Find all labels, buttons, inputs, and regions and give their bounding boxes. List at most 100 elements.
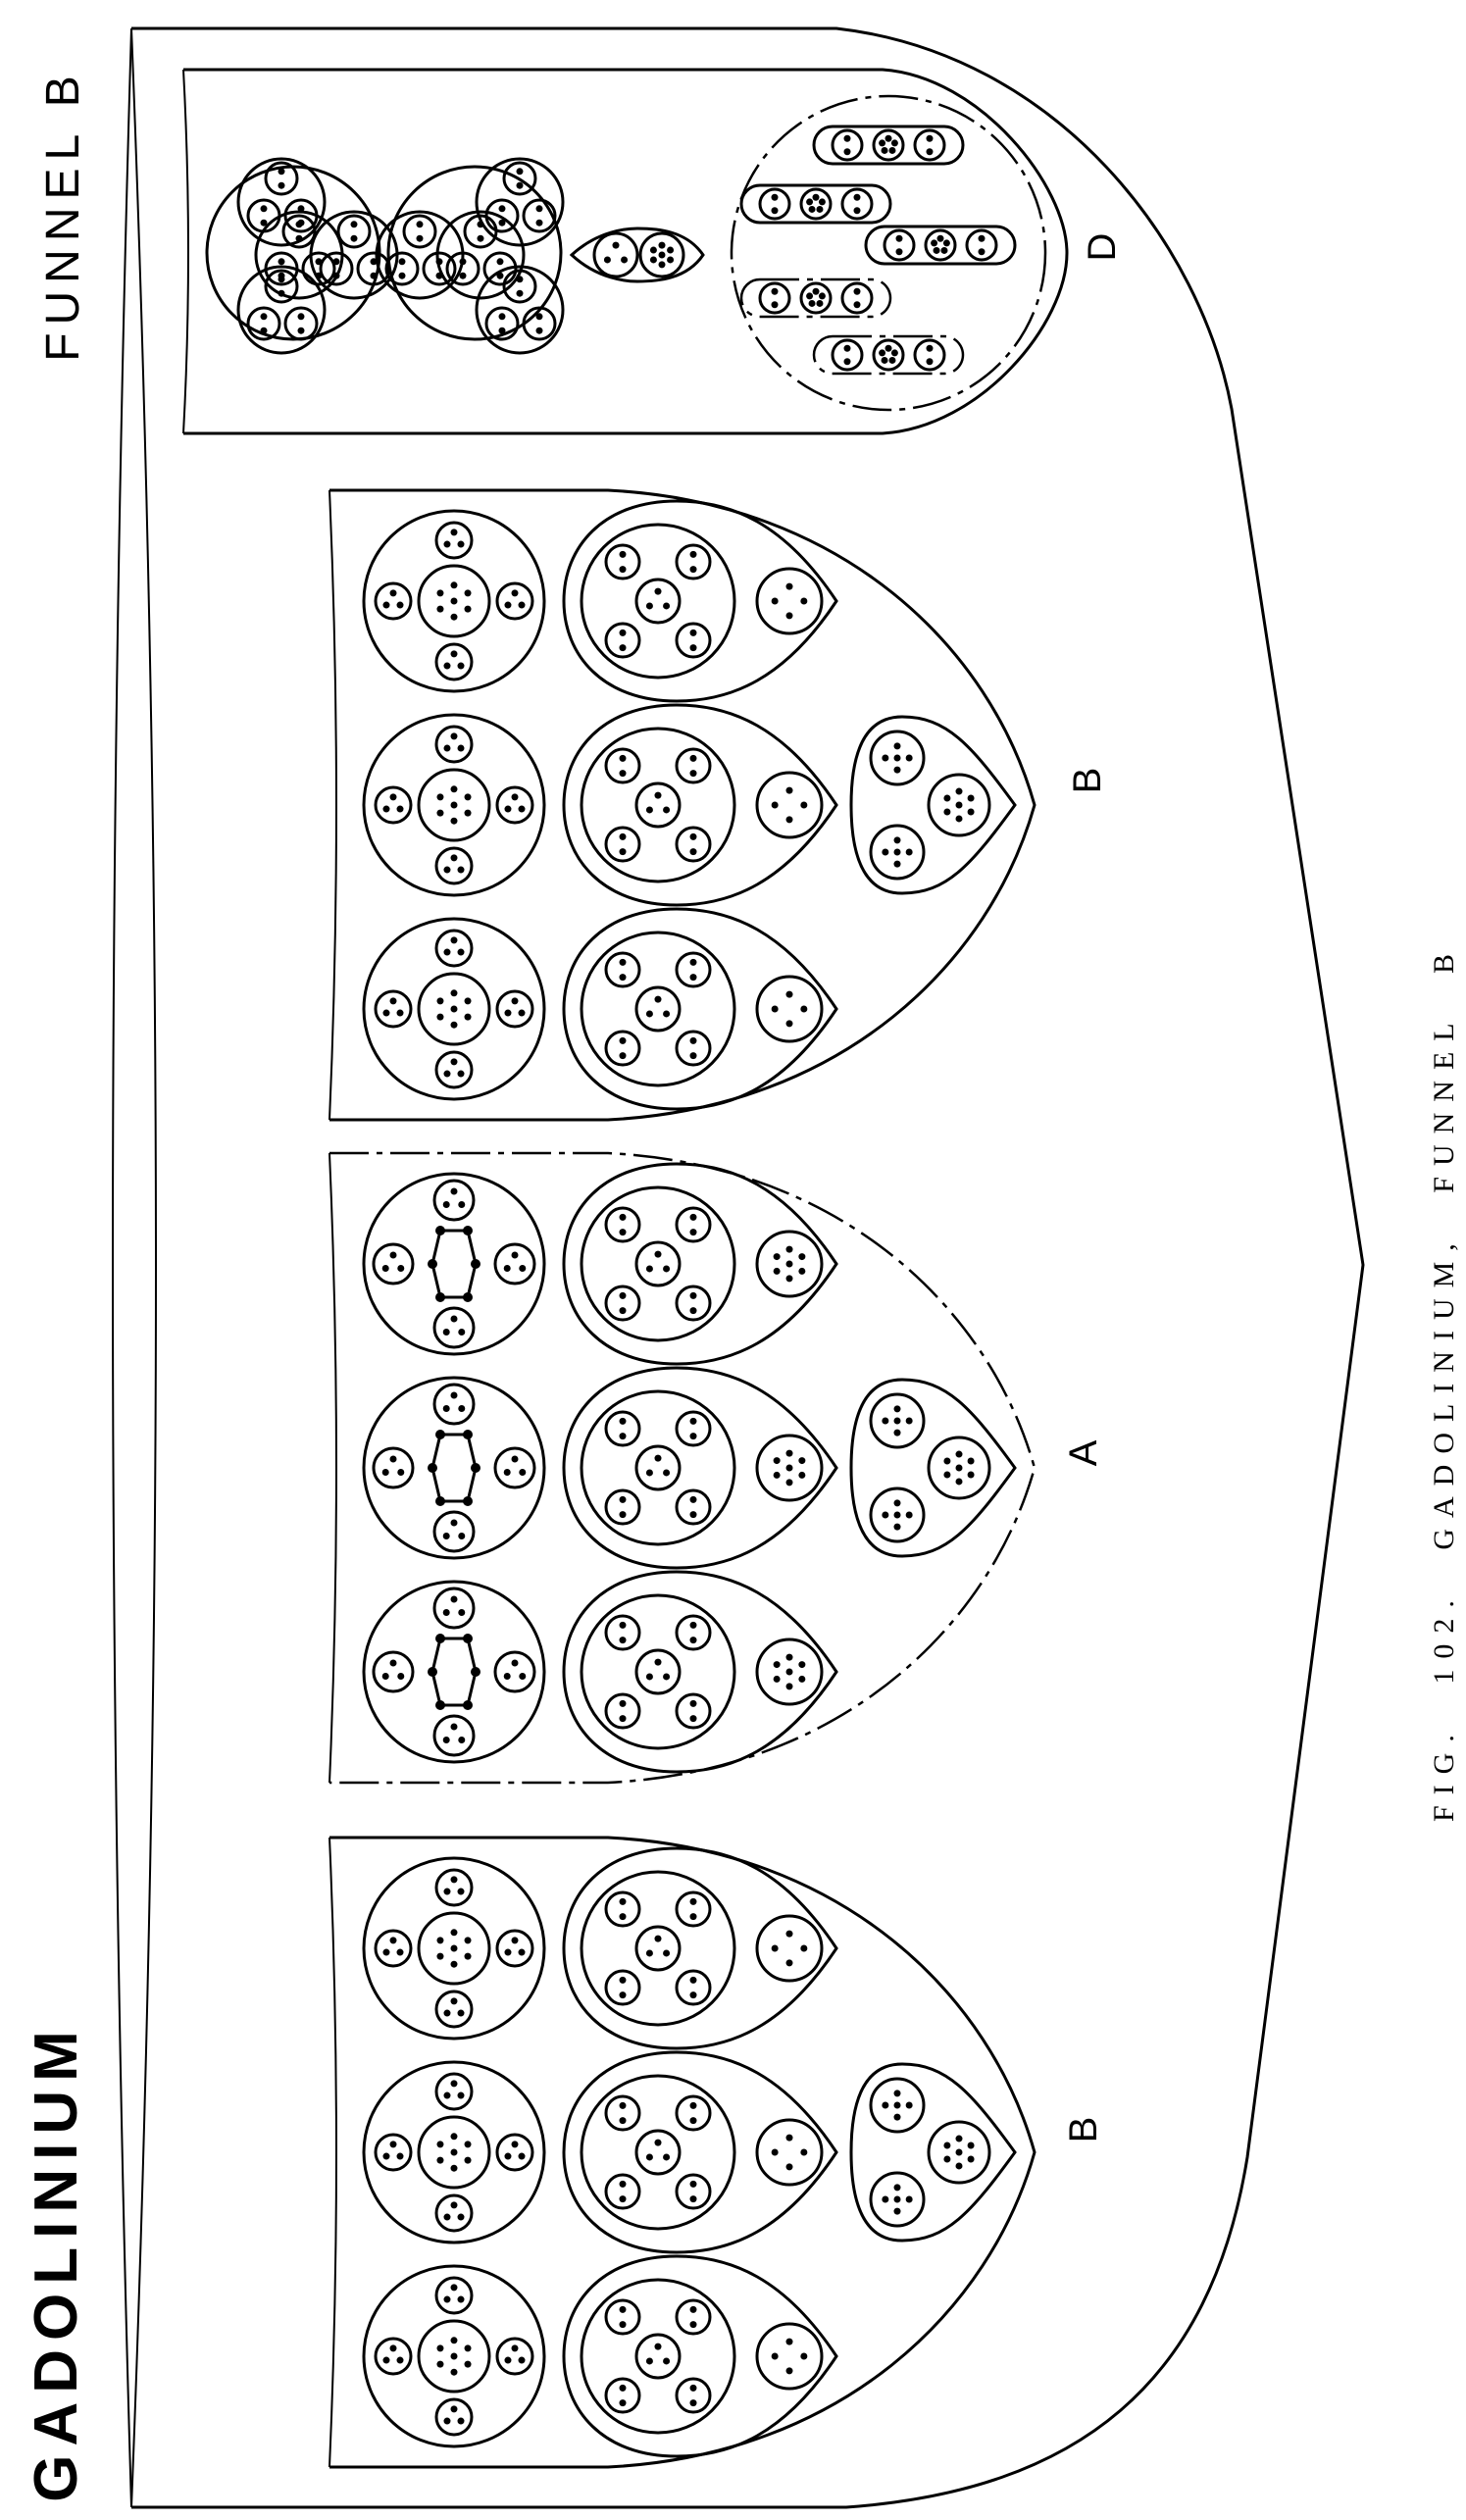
particle-dot [619,2305,627,2313]
sub-body [402,214,437,249]
particle-dot [967,1457,975,1465]
particle-dot [816,299,824,307]
particle-dot [450,2284,458,2292]
particle-dot [905,848,913,856]
particle-dot [905,2101,913,2109]
particle-dot [350,221,358,228]
sub-body [604,1285,641,1322]
particle-dot [619,974,627,982]
particle-dot [396,805,404,813]
particle-dot [619,1052,627,1060]
sub-body [872,338,905,372]
particle-dot [689,566,697,574]
particle-dot [943,2142,951,2149]
particle-dot [503,1469,511,1476]
group-b-top [329,488,1036,1122]
particle-dot [689,644,697,652]
sub-body [675,1410,712,1447]
sub-body [493,1650,536,1693]
particle-dot [619,1433,627,1440]
label-group-middle: A [1062,1439,1105,1466]
particle-dot [458,1329,466,1336]
particle-dot [853,301,861,309]
particle-dot [800,2148,808,2156]
particle-dot [260,219,268,227]
sub-body [638,231,685,278]
sub-body [434,725,474,764]
particle-dot [933,246,940,254]
particle-dot [663,1673,671,1681]
lens-outline [569,227,705,283]
d-round-outline [386,165,563,341]
particle-dot [818,198,826,206]
particle-dot [654,995,662,1003]
teardrop-outline [562,703,838,907]
particle-dot [450,1960,458,1968]
particle-dot [350,234,358,242]
sub-body [755,567,824,635]
particle-dot [436,2141,444,2148]
particle-dot [503,1265,511,1272]
round-body [362,2060,546,2244]
sub-body [872,128,905,162]
particle-dot [812,193,820,201]
sub-body [634,578,682,625]
particle-dot [893,1429,901,1436]
particle-dot [654,791,662,799]
particle-dot [436,793,444,801]
sub-body [434,1050,474,1089]
particle-dot [396,2356,404,2364]
particle-dot [926,134,934,142]
ring-node [463,1226,473,1235]
particle-dot [785,1959,793,1967]
sub-body [434,1868,474,1907]
particle-dot [260,313,268,321]
teardrop-body [562,2254,838,2458]
sub-body [372,1242,415,1285]
particle-dot [619,1991,627,1999]
particle-dot [389,2344,397,2352]
sub-body [927,1436,991,1500]
teardrop-core [580,523,736,680]
particle-dot [535,313,543,321]
triad [236,157,327,247]
particle-dot [619,566,627,574]
particle-dot [619,1897,627,1905]
particle-dot [967,1471,975,1479]
sub-body [604,1488,641,1526]
d-pill-body [812,334,965,376]
teardrop-body [562,703,838,907]
particle-dot [785,786,793,794]
particle-dot [504,2152,512,2160]
particle-dot [943,1471,951,1479]
sub-body [831,338,864,372]
particle-dot [967,808,975,816]
particle-dot [806,198,814,206]
sub-body [283,306,319,341]
particle-dot [893,1523,901,1531]
particle-dot [397,1265,405,1272]
ring-node [428,1667,437,1677]
teardrop-core [580,2278,736,2435]
hexagonal-ring [428,1430,480,1506]
particle-dot [879,139,886,147]
sub-body [755,1638,824,1706]
ring-node [435,1634,445,1643]
sub-body [522,306,557,341]
hexagon-ring [430,1229,478,1299]
particle-dot [888,146,896,154]
particle-dot [785,2163,793,2171]
particle-dot [457,2009,465,2017]
sub-body [374,2133,413,2172]
round-body-outline [362,1376,546,1560]
particle-dot [689,550,697,558]
sub-body [434,846,474,885]
particle-dot [511,793,519,801]
particle-dot [436,2344,444,2352]
particle-dot [818,292,826,300]
teardrop-body [562,499,838,703]
particle-dot [619,1699,627,1707]
sub-body [755,1914,824,1983]
particle-dot [443,2417,451,2425]
d-pill-body [812,125,965,166]
